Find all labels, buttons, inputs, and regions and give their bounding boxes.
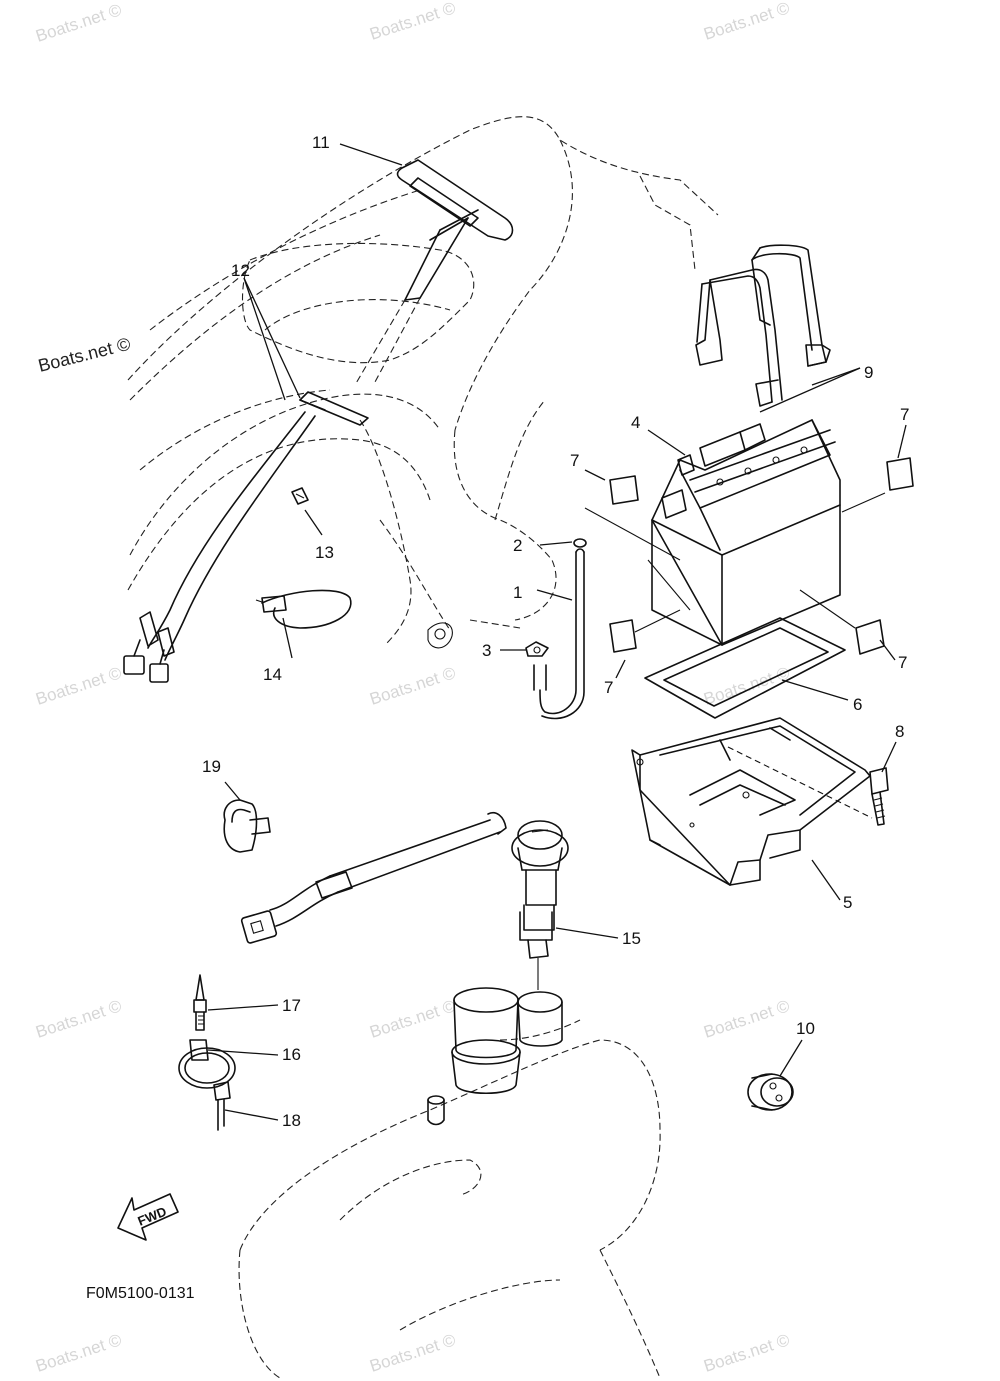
watermark: Boats.net © [33, 1330, 124, 1376]
part-14-cable-tie [255, 589, 352, 629]
callout-7-d: 7 [898, 653, 907, 672]
callout-12: 12 [231, 261, 250, 280]
callout-7-c: 7 [604, 678, 613, 697]
part-13-clip [291, 487, 309, 505]
part-8-bolt [869, 767, 889, 826]
hull-outline [127, 116, 719, 649]
part-6-pad [644, 617, 846, 719]
watermark: Boats.net © [367, 996, 458, 1042]
callout-6: 6 [853, 695, 862, 714]
callout-18: 18 [282, 1111, 301, 1130]
part-5-battery-box [631, 717, 873, 886]
fwd-arrow-icon: FWD [117, 1193, 179, 1241]
callout-5: 5 [843, 893, 852, 912]
callout-2: 2 [513, 536, 522, 555]
callout-17: 17 [282, 996, 301, 1015]
watermark: Boats.net © [367, 663, 458, 709]
watermark: Boats.net © [367, 1330, 458, 1376]
watermark-main: Boats.net © [36, 334, 132, 376]
watermark: Boats.net © [701, 996, 792, 1042]
callout-13: 13 [315, 543, 334, 562]
callout-4: 4 [631, 413, 640, 432]
part-15-fuel-sender [240, 812, 569, 990]
watermark: Boats.net © [33, 663, 124, 709]
callout-3: 3 [482, 641, 491, 660]
callout-9: 9 [864, 363, 873, 382]
watermark: Boats.net © [33, 996, 124, 1042]
callout-19: 19 [202, 757, 221, 776]
part-10-grommet [747, 1073, 794, 1111]
part-18-cable-tie [213, 1081, 231, 1131]
callout-11: 11 [312, 133, 330, 152]
fuel-filler-neck [427, 987, 563, 1126]
callout-7-a: 7 [570, 451, 579, 470]
watermark: Boats.net © [701, 1330, 792, 1376]
part-9-battery-band [695, 244, 831, 407]
part-12-harness [123, 391, 369, 683]
callout-16: 16 [282, 1045, 301, 1064]
callout-1: 1 [513, 583, 522, 602]
watermark: Boats.net © [701, 0, 792, 44]
callout-14: 14 [263, 665, 282, 684]
part-3-clamp [525, 641, 549, 657]
watermark: Boats.net © [367, 0, 458, 44]
part-1-vent-tube [533, 548, 585, 720]
callout-8: 8 [895, 722, 904, 741]
part-16-clamp [178, 1039, 236, 1089]
part-11-cover [354, 159, 514, 386]
callout-7-b: 7 [900, 405, 909, 424]
part-17-pin [193, 974, 207, 1031]
watermark: Boats.net © [33, 0, 124, 46]
leader-lines [207, 143, 907, 1121]
callout-labels: 1 2 3 4 5 6 7 7 7 7 8 9 10 11 12 13 14 1… [202, 133, 909, 1130]
part-2-washer [573, 538, 587, 548]
callout-15: 15 [622, 929, 641, 948]
part-4-battery [651, 419, 841, 646]
callout-10: 10 [796, 1019, 815, 1038]
fuel-tank-outline [238, 1019, 661, 1379]
diagram-part-code: F0M5100-0131 [86, 1285, 195, 1302]
part-19-bracket [223, 799, 271, 853]
